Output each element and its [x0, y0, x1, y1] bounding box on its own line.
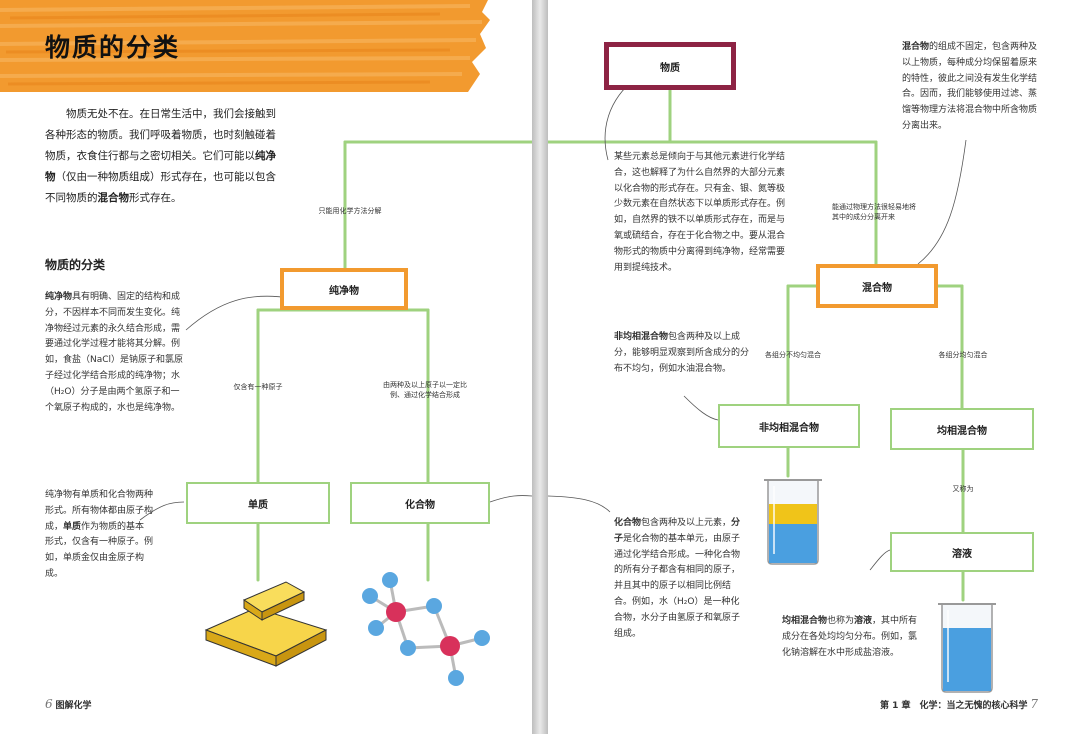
left-page: 物质的分类 物质无处不在。在日常生活中，我们会接触到各种形态的物质。我们呼吸着物…: [0, 0, 532, 734]
mixture-text: 混合物的组成不固定，包含两种及以上物质，每种成分均保留着原来的特性，彼此之间没有…: [902, 42, 1038, 131]
label-chem-only: 只能用化学方法分解: [318, 207, 382, 215]
box-homogeneous: 均相混合物: [890, 408, 1034, 450]
heterogeneous-text: 非均相混合物包含两种及以上成分，能够明显观察到所含成分的分布不均匀，例如水油混合…: [614, 332, 750, 374]
book-gutter: [532, 0, 548, 734]
box-solution: 溶液: [890, 532, 1034, 572]
page-title: 物质的分类: [45, 33, 181, 62]
molecule-illustration: [362, 572, 490, 686]
elements-nature-text: 某些元素总是倾向于与其他元素进行化学结合，这也解释了为什么自然界的大部分元素以化…: [614, 152, 786, 273]
section-heading: 物质的分类: [45, 258, 106, 272]
right-page: 物质 混合物的组成不固定，包含两种及以上物质，每种成分均保留着原来的特性，彼此之…: [548, 0, 1080, 734]
gold-bars-illustration: [204, 581, 328, 667]
left-tree-lines: [139, 140, 532, 582]
box-mixture: 混合物: [816, 264, 938, 308]
label-two-or-more: 由两种及以上原子以一定比例、通过化学结合形成: [383, 381, 467, 399]
intro-paragraph: 物质无处不在。在日常生活中，我们会接触到各种形态的物质。我们呼吸着物质，也时刻触…: [45, 108, 276, 204]
box-element: 单质: [186, 482, 330, 524]
right-tree-lines: [548, 77, 967, 602]
label-physical-separation: 能通过物理方法很轻易地将其中的成分分离开来: [832, 203, 916, 221]
box-compound: 化合物: [350, 482, 490, 524]
label-even: 各组分均匀混合: [938, 351, 988, 359]
element-text: 纯净物有单质和化合物两种形式。所有物体都由原子构成，单质作为物质的基本形式，仅含…: [45, 490, 154, 579]
title-brush-band: [0, 0, 490, 92]
left-footer: 6 图解化学: [45, 697, 92, 711]
label-uneven: 各组分不均匀混合: [765, 351, 821, 359]
beaker-oil-water-illustration: [764, 479, 822, 565]
homogeneous-text: 均相混合物也称为溶液，其中所有成分在各处均均匀分布。例如，氯化钠溶解在水中形成盐…: [782, 616, 918, 658]
box-matter: 物质: [604, 42, 736, 90]
pure-substance-text: 纯净物具有明确、固定的结构和成分，不因样本不同而发生变化。纯净物经过元素的永久结…: [45, 292, 184, 413]
right-footer: 第 1 章 化学：当之无愧的核心科学 7: [879, 697, 1038, 711]
box-heterogeneous: 非均相混合物: [718, 404, 860, 448]
beaker-salt-solution-illustration: [938, 603, 996, 693]
label-one-atom: 仅含有一种原子: [233, 383, 283, 391]
compound-text: 化合物包含两种及以上元素，分子是化合物的基本单元，由原子通过化学结合形成。一种化…: [614, 518, 741, 639]
box-pure-substance: 纯净物: [280, 268, 408, 310]
label-also-called: 又称为: [952, 485, 974, 493]
